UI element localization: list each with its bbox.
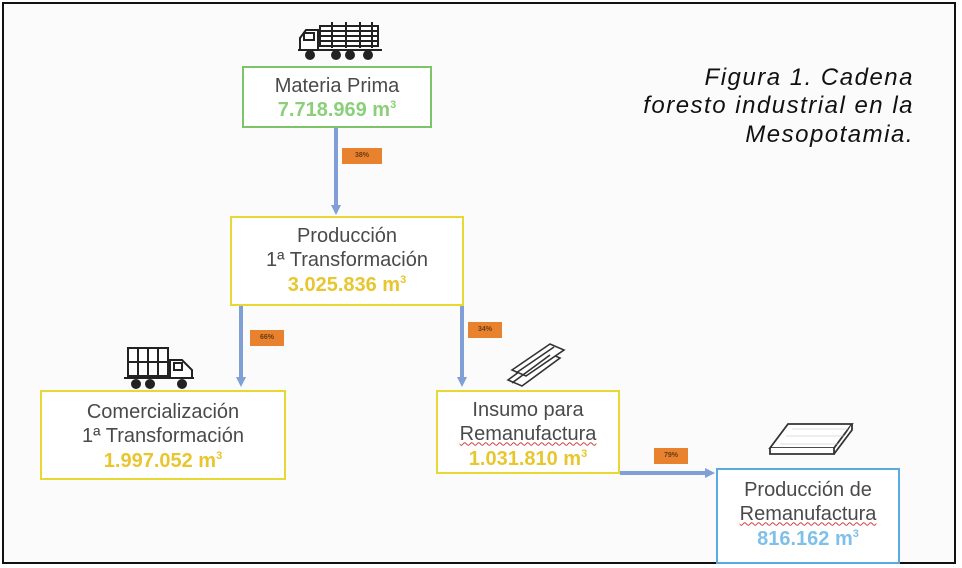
insumo-value: 1.031.810 m3 (468, 447, 588, 470)
produccion-value: 3.025.836 m3 (287, 273, 407, 296)
comercializacion-label: Comercialización (86, 401, 240, 423)
figure-caption: Figura 1. Cadena foresto industrial en l… (643, 64, 914, 149)
produccion-remanufactura-value: 816.162 m3 (757, 527, 859, 550)
caption-line-3: Mesopotamia. (745, 120, 914, 148)
beams-icon (506, 343, 566, 387)
insumo-remanufactura-label: Remanufactura (459, 423, 597, 446)
produccion-remanufactura-label: Producción de (744, 479, 872, 501)
produccion-transformacion-label: 1ª Transformación (266, 249, 428, 272)
materia-prima-label: Materia Prima (274, 75, 400, 97)
board-icon (768, 423, 854, 455)
log-truck-icon (298, 22, 382, 60)
percent-tag-materia-produccion: 38% (342, 148, 382, 164)
materia-prima-value: 7.718.969 m3 (277, 99, 397, 122)
node-produccion-primera: Producción 1ª Transformación 3.025.836 m… (230, 216, 464, 306)
node-materia-prima: Materia Prima 7.718.969 m3 (242, 66, 432, 128)
lumber-truck-icon (124, 347, 194, 389)
caption-line-2: foresto industrial en la (643, 92, 914, 120)
percent-tag-produccion-insumo: 34% (468, 322, 502, 338)
node-produccion-remanufactura: Producción de Remanufactura 816.162 m3 (716, 468, 900, 564)
comercializacion-transformacion-label: 1ª Transformación (82, 425, 244, 448)
insumo-label: Insumo para (472, 399, 584, 421)
percent-tag-insumo-remanufactura: 79% (654, 448, 688, 464)
comercializacion-value: 1.997.052 m3 (103, 449, 223, 472)
produccion-label: Producción (296, 225, 398, 247)
node-comercializacion: Comercialización 1ª Transformación 1.997… (40, 390, 286, 480)
percent-tag-produccion-comercializacion: 66% (250, 330, 284, 346)
flow-arrows (236, 128, 715, 478)
remanufactura-label: Remanufactura (739, 503, 877, 526)
caption-line-1: Figura 1. Cadena (704, 64, 914, 91)
node-insumo-remanufactura: Insumo para Remanufactura 1.031.810 m3 (436, 390, 620, 474)
